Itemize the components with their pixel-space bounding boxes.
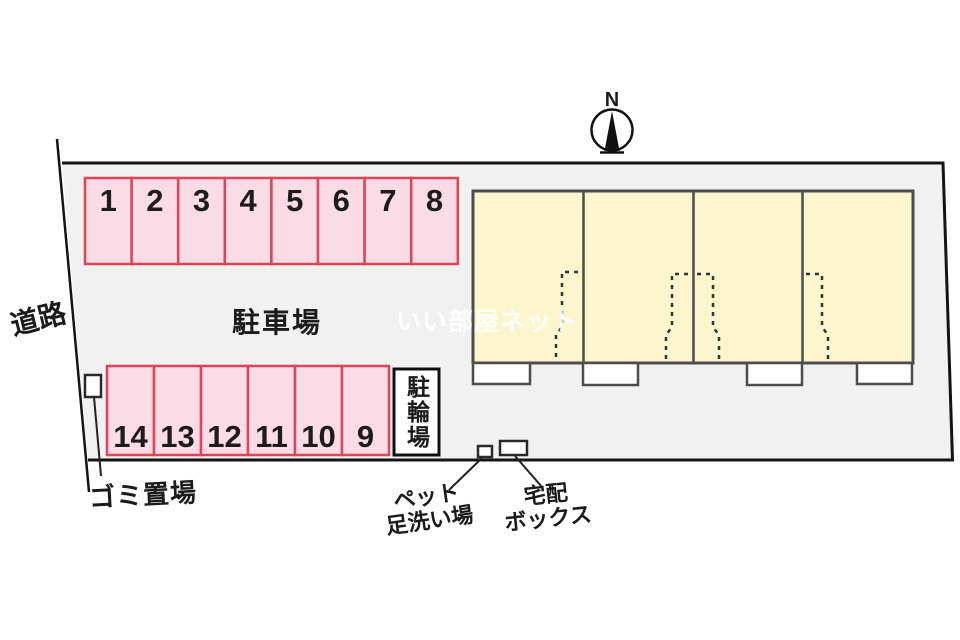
- garbage-box: [83, 373, 103, 399]
- parking-row-top: 1 2 3 4 5 6 7 8: [83, 176, 460, 266]
- parking-lot-label: 駐車場: [232, 307, 323, 338]
- parking-stall: [340, 364, 391, 457]
- parking-stall: [246, 364, 297, 457]
- stall-number: 6: [333, 183, 350, 218]
- bicycle-parking-box: [392, 367, 441, 457]
- stall-number: 13: [160, 419, 194, 454]
- unit-entry-dashed-path: [554, 270, 578, 362]
- bicycle-parking-label: 駐輪場: [403, 374, 430, 450]
- building: [471, 189, 915, 387]
- entrance-porch: [745, 361, 804, 387]
- parking-stall: [270, 176, 320, 266]
- stall-number: 12: [207, 419, 241, 454]
- stall-number: 14: [113, 419, 148, 454]
- entrance-porch: [471, 361, 532, 386]
- compass-north-label: N: [605, 89, 619, 111]
- unit-entry-dashed-path: [806, 272, 830, 362]
- entrance-porch: [855, 361, 914, 386]
- parking-stall: [152, 364, 203, 457]
- parking-stall: [223, 176, 273, 266]
- stall-number: 11: [255, 419, 288, 454]
- compass-icon: N: [590, 89, 634, 154]
- stall-number: 7: [379, 183, 396, 218]
- unit-entry-dashed-path: [664, 272, 688, 362]
- parking-stall: [409, 176, 460, 266]
- parking-stall: [363, 176, 413, 266]
- parking-stall: [105, 364, 156, 457]
- stall-number: 10: [301, 419, 335, 454]
- delivery-leader-line: [514, 455, 543, 488]
- stall-number: 4: [239, 183, 257, 218]
- stall-number: 8: [426, 183, 443, 218]
- stall-number: 5: [286, 183, 303, 218]
- stall-number: 2: [146, 183, 163, 218]
- stall-number: 3: [193, 183, 210, 218]
- stall-number: 9: [357, 419, 374, 454]
- garbage-leader-line: [93, 396, 102, 477]
- garbage-label: ゴミ置場: [88, 477, 198, 513]
- watermark-text: いい部屋ネット: [396, 308, 579, 336]
- compass-needle: [604, 111, 620, 151]
- pet-wash-box: [476, 444, 494, 459]
- pet-wash-leader-line: [448, 457, 483, 491]
- unit-entry-dashed-path: [697, 272, 721, 362]
- entrance-porch: [581, 361, 640, 387]
- stall-number: 1: [100, 183, 117, 218]
- parking-row-bottom: 14 13 12 11 10 9: [105, 364, 391, 457]
- delivery-box: [498, 439, 529, 457]
- parking-stall: [176, 176, 227, 266]
- parking-stall: [199, 364, 250, 457]
- road-boundary-line: [55, 138, 91, 493]
- lot-boundary: [62, 161, 955, 462]
